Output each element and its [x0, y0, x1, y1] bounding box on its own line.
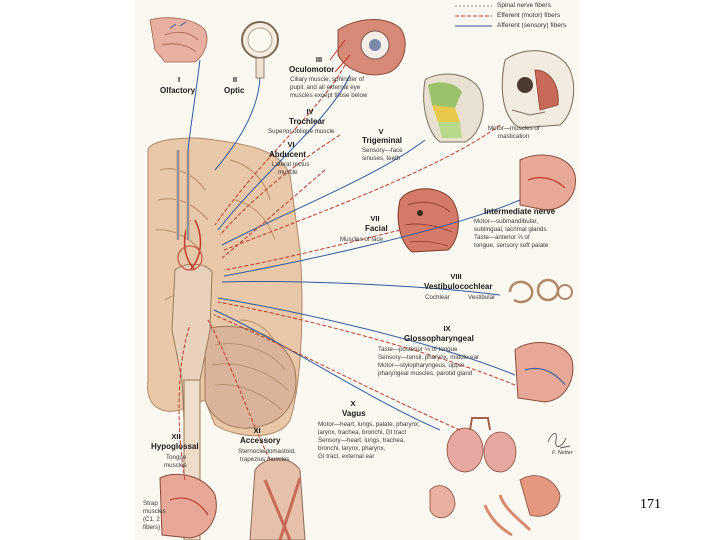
olfactory-label: Olfactory	[160, 86, 196, 95]
hypoglossal-desc-2: muscles	[164, 462, 187, 469]
vestibulocochlear-numeral: VIII	[450, 272, 462, 281]
hypoglossal-label: Hypoglossal	[151, 442, 199, 451]
glossopharyngeal-desc-2: Sensory—tonsil, pharynx, middle ear	[378, 354, 480, 361]
pharynx-illustration	[514, 342, 574, 403]
glossopharyngeal-label: Glossopharyngeal	[404, 334, 474, 343]
oculomotor-label: Oculomotor	[289, 65, 335, 74]
vagus-label: Vagus	[342, 409, 366, 418]
neck-accessory-illustration	[249, 458, 306, 540]
trigeminal-motor-1: Motor—muscles of	[488, 125, 540, 132]
vestibulocochlear-label: Vestibulocochlear	[424, 282, 493, 291]
abducent-desc-2: muscle	[278, 169, 298, 176]
intermediate-desc-1: Motor—submandibular,	[474, 218, 538, 225]
facial-desc: Muscles of face	[340, 236, 383, 243]
vagus-desc-2: larynx, trachea, bronchi, GI tract	[318, 429, 407, 436]
trigeminal-motor-2: mastication	[498, 133, 530, 140]
legend-efferent: Efferent (motor) fibers	[497, 12, 561, 19]
intermediate-label: Intermediate nerve	[484, 207, 556, 216]
artist-signature	[547, 433, 571, 449]
glossopharyngeal-desc-3: Motor—stylopharyngeus, upper	[378, 362, 465, 369]
strap-desc-1: Strap	[143, 500, 158, 507]
trochlear-label: Trochlear	[289, 117, 326, 126]
trigeminal-label: Trigeminal	[362, 136, 403, 145]
abducent-desc-1: Lateral rectus	[272, 161, 310, 168]
legend-afferent: Afferent (sensory) fibers	[497, 22, 567, 29]
oculomotor-desc-3: muscles except those below	[290, 92, 368, 99]
strap-desc-3: (C1, 2	[143, 516, 160, 523]
hypoglossal-numeral: XII	[171, 432, 181, 441]
hypoglossal-tongue-illustration	[159, 473, 217, 539]
facial-label: Facial	[365, 224, 388, 233]
trochlear-numeral: IV	[306, 107, 314, 116]
trigeminal-desc-1: Sensory—face	[362, 147, 403, 154]
olfactory-tracts	[176, 150, 190, 240]
abducent-numeral: VI	[287, 140, 295, 149]
orbit-eye-muscles-illustration	[329, 19, 406, 76]
nerve-fiber-routes	[178, 59, 521, 481]
accessory-numeral: XI	[253, 426, 261, 435]
strap-desc-4: fibers)	[143, 524, 161, 531]
glossopharyngeal-numeral: IX	[443, 324, 451, 333]
oculomotor-numeral: III	[315, 55, 323, 64]
accessory-desc-1: Sternocleidomastoid,	[238, 448, 296, 455]
trigeminal-desc-2: sinuses, teeth	[362, 155, 401, 162]
trochlear-desc: Superior oblique muscle	[268, 128, 335, 135]
vagus-desc-1: Motor—heart, lungs, palate, pharynx,	[318, 421, 420, 428]
strap-desc-2: muscles	[143, 508, 166, 515]
glossopharyngeal-desc-1: Taste—posterior ⅓ of tongue	[378, 346, 458, 353]
accessory-desc-2: trapezius muscles	[240, 456, 290, 463]
legend-swatches	[455, 5, 492, 27]
trigeminal-numeral: V	[378, 127, 384, 136]
intermediate-desc-4: tongue, sensory soft palate	[474, 242, 549, 249]
olfactory-numeral: I	[177, 75, 181, 84]
vestibulocochlear-vestibular: Vestibular	[468, 294, 496, 301]
vagus-desc-5: GI tract, external ear	[318, 453, 375, 460]
facial-numeral: VII	[370, 214, 380, 223]
intermediate-desc-3: Taste—anterior ⅔ of	[474, 234, 530, 241]
hypoglossal-desc-1: Tongue	[166, 454, 187, 461]
skull-mastication-illustration	[501, 50, 575, 129]
facial-muscles-illustration	[397, 188, 459, 253]
abducent-label: Abducent	[269, 150, 306, 159]
intermediate-desc-2: sublingual, lacrimal glands	[474, 226, 547, 233]
legend-spinal: Spinal nerve fibers	[497, 2, 551, 9]
oculomotor-desc-2: pupil, and all external eye	[290, 84, 361, 91]
glossopharyngeal-desc-4: pharyngeal muscles, parotid gland	[378, 370, 473, 377]
optic-eye-illustration	[241, 21, 279, 79]
vagus-desc-3: Sensory—heart, lungs, trachea,	[318, 437, 406, 444]
oral-cavity-illustration-upper	[519, 154, 576, 211]
vestibulocochlear-cochlear: Cochlear	[425, 294, 450, 301]
vagus-numeral: X	[350, 399, 356, 408]
page-number: 171	[640, 497, 661, 512]
inner-ear-illustration	[508, 278, 573, 304]
optic-numeral: II	[232, 75, 238, 84]
vagus-desc-4: bronchi, larynx, pharynx,	[318, 445, 386, 452]
accessory-label: Accessory	[240, 436, 281, 445]
vagus-viscera-illustration	[429, 417, 561, 537]
oculomotor-desc-1: Ciliary muscle, sphincter of	[290, 76, 364, 83]
trigeminal-sensory-face-map	[423, 73, 484, 143]
nasal-cavity-illustration	[149, 17, 208, 63]
optic-label: Optic	[224, 86, 245, 95]
signature-text: F. Netter	[552, 450, 573, 456]
